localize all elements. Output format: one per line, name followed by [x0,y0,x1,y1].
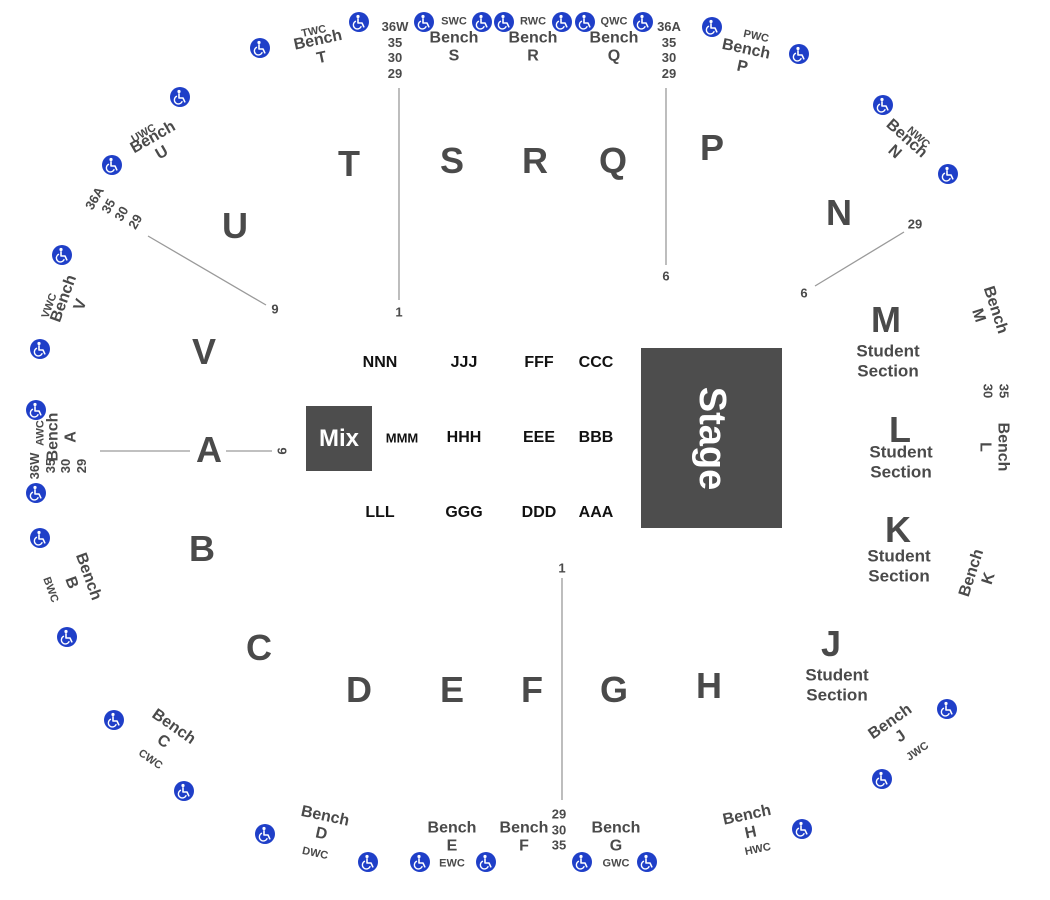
wheelchair-icon[interactable] [637,852,657,872]
floor-row-jjj[interactable]: JJJ [450,354,478,371]
section-e[interactable]: E [439,669,465,710]
wheelchair-icon[interactable] [494,12,514,32]
row-number-upper-right-end: 6 [800,285,808,301]
bench-q[interactable]: Bench Q [589,29,639,65]
floor-row-eee[interactable]: EEE [522,429,556,446]
wheelchair-icon[interactable] [937,699,957,719]
student-section-j: Student Section [805,665,869,705]
wc-label-q: QWC [600,15,628,28]
wc-label-r: RWC [519,15,547,28]
floor-row-hhh[interactable]: HHH [446,429,482,446]
mix-booth[interactable]: Mix [306,406,372,471]
wheelchair-icon[interactable] [633,12,653,32]
section-a[interactable]: A [196,429,222,470]
wheelchair-icon[interactable] [410,852,430,872]
wheelchair-icon[interactable] [349,12,369,32]
section-b[interactable]: B [189,528,215,569]
section-h[interactable]: H [696,665,722,706]
wheelchair-icon[interactable] [52,245,72,265]
section-v[interactable]: V [191,331,217,372]
bench-f[interactable]: Bench F [499,819,549,855]
wheelchair-icon[interactable] [414,12,434,32]
section-g[interactable]: G [599,669,629,710]
section-k[interactable]: K [885,509,911,550]
wheelchair-icon[interactable] [26,483,46,503]
wheelchair-icon[interactable] [170,87,190,107]
section-q[interactable]: Q [598,140,628,181]
wheelchair-icon[interactable] [792,819,812,839]
student-section-l: Student Section [869,442,933,482]
bench-s[interactable]: Bench S [429,29,479,65]
wc-label-s: SWC [441,15,467,28]
wheelchair-icon[interactable] [358,852,378,872]
section-f[interactable]: F [521,669,543,710]
wheelchair-icon[interactable] [102,155,122,175]
bench-e[interactable]: Bench E [427,819,477,855]
stage[interactable]: Stage [641,348,782,528]
section-c[interactable]: C [246,627,272,668]
student-section-k: Student Section [867,546,931,586]
section-n[interactable]: N [826,192,852,233]
wheelchair-icon[interactable] [938,164,958,184]
wheelchair-icon[interactable] [552,12,572,32]
floor-row-lll[interactable]: LLL [365,504,395,521]
floor-row-aaa[interactable]: AAA [578,504,614,521]
section-p[interactable]: P [699,127,725,168]
student-section-m: Student Section [856,341,920,381]
floor-row-fff[interactable]: FFF [524,354,554,371]
wheelchair-icon[interactable] [30,528,50,548]
wheelchair-icon[interactable] [702,17,722,37]
wheelchair-icon[interactable] [26,400,46,420]
floor-row-ccc[interactable]: CCC [578,354,614,371]
floor-row-ggg[interactable]: GGG [445,504,483,521]
section-d[interactable]: D [346,669,372,710]
row-number-top-right-end: 6 [662,268,670,284]
wheelchair-icon[interactable] [30,339,50,359]
bench-r[interactable]: Bench R [508,29,558,65]
wheelchair-icon[interactable] [57,627,77,647]
section-s[interactable]: S [439,140,465,181]
bench-l[interactable]: Bench L [976,422,1012,472]
wc-label-a: AWC [34,420,47,446]
wheelchair-icon[interactable] [872,769,892,789]
floor-row-ddd[interactable]: DDD [521,504,557,521]
wheelchair-icon[interactable] [572,852,592,872]
bench-g[interactable]: Bench G [591,819,641,855]
wheelchair-icon[interactable] [174,781,194,801]
wheelchair-icon[interactable] [575,12,595,32]
wheelchair-icon[interactable] [873,95,893,115]
floor-row-bbb[interactable]: BBB [578,429,614,446]
wc-label-g: GWC [602,857,630,870]
floor-row-mmm[interactable]: MMM [385,430,419,446]
row-number-left-end: 9 [274,447,290,455]
row-number-upper-right-start: 29 [907,216,923,232]
section-l[interactable]: L [889,409,911,450]
floor-row-nnn[interactable]: NNN [362,354,398,371]
section-u[interactable]: U [222,205,248,246]
row-number-bottom-start: 1 [558,560,566,576]
wheelchair-icon[interactable] [472,12,492,32]
section-r[interactable]: R [522,140,548,181]
section-j[interactable]: J [820,623,842,664]
wheelchair-icon[interactable] [255,824,275,844]
section-m[interactable]: M [871,299,901,340]
section-t[interactable]: T [338,143,360,184]
wc-label-e: EWC [439,857,465,870]
wheelchair-icon[interactable] [476,852,496,872]
wheelchair-icon[interactable] [789,44,809,64]
row-number-top-left-end: 1 [395,304,403,320]
wheelchair-icon[interactable] [104,710,124,730]
wheelchair-icon[interactable] [250,38,270,58]
row-number-upper-left-end: 9 [271,301,279,317]
